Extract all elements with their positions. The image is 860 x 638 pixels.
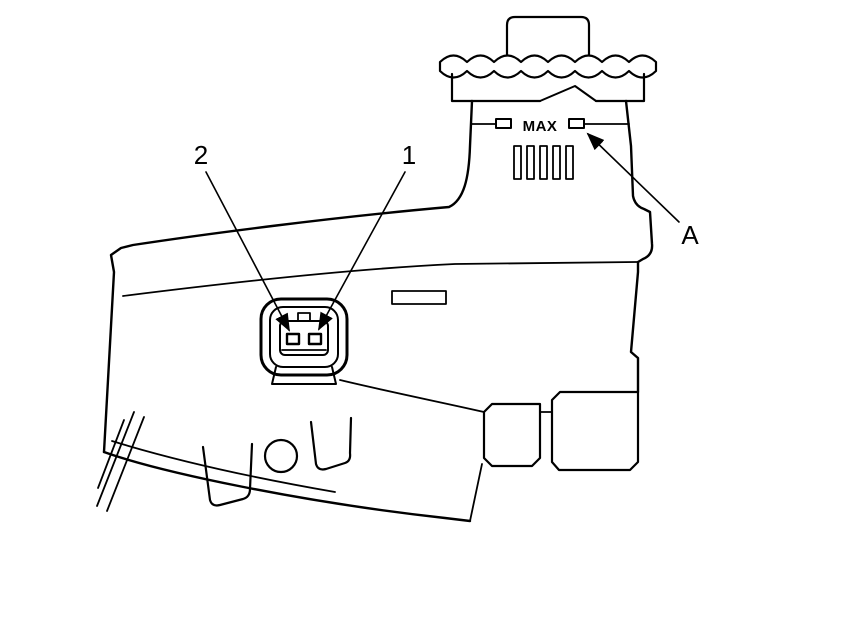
callouts: 2 1 A: [194, 132, 699, 332]
filler-neck: MAX: [470, 118, 630, 180]
body-bottom-inner-edge: [111, 440, 336, 493]
boss-right-ear: [550, 390, 640, 472]
body-lower-right-contour: [339, 379, 485, 413]
body-right-outline: [624, 99, 654, 394]
mounting-lug-left: [201, 442, 254, 507]
body-boss-detail: [391, 290, 447, 305]
cap-spout-notch: [539, 85, 597, 102]
body-bottom-outer-edge: [102, 450, 472, 523]
callout-2-leader-line: [205, 171, 290, 332]
cap-knurled-flange: [438, 54, 658, 79]
connector-outer-housing: [259, 297, 349, 377]
callout-a-leader-line: [586, 132, 680, 223]
mounting-lug-right: [309, 416, 353, 471]
break-line: [106, 416, 145, 512]
callout-2-label: 2: [194, 140, 208, 170]
reservoir-body: [96, 99, 654, 523]
connector-base-flange: [271, 366, 337, 385]
max-label: MAX: [523, 118, 558, 135]
connector-key-notch: [297, 312, 311, 322]
cap-knob: [505, 15, 591, 57]
break-hatch-lines: [96, 411, 145, 512]
level-rib: [526, 145, 535, 180]
body-left-outline: [102, 99, 474, 454]
level-rib: [552, 145, 561, 180]
level-rib: [513, 145, 522, 180]
callout-a-label: A: [681, 220, 699, 250]
reservoir-cap: [438, 15, 658, 103]
callout-1-label: 1: [402, 140, 416, 170]
body-seam-line: [122, 261, 639, 297]
max-mark-left-tick: [495, 118, 512, 129]
neck-ribs: [513, 145, 574, 180]
mounting-hole: [263, 438, 299, 474]
connector-inner-housing: [269, 306, 339, 368]
connector-terminal-2: [285, 332, 301, 346]
break-line: [96, 411, 135, 507]
body-bottom-connector-line: [469, 463, 483, 522]
mounting-lugs: [201, 416, 353, 507]
connector-cavity: [279, 320, 329, 356]
level-sensor-connector: [259, 297, 349, 385]
level-rib: [565, 145, 574, 180]
master-cylinder-bosses: [482, 390, 640, 472]
break-line: [97, 419, 125, 489]
max-mark-right-tick: [568, 118, 585, 129]
connector-terminal-1: [307, 332, 323, 346]
level-rib: [539, 145, 548, 180]
callout-1-leader-line: [318, 171, 406, 331]
boss-left-bracket: [482, 402, 542, 468]
cap-skirt: [450, 72, 646, 103]
